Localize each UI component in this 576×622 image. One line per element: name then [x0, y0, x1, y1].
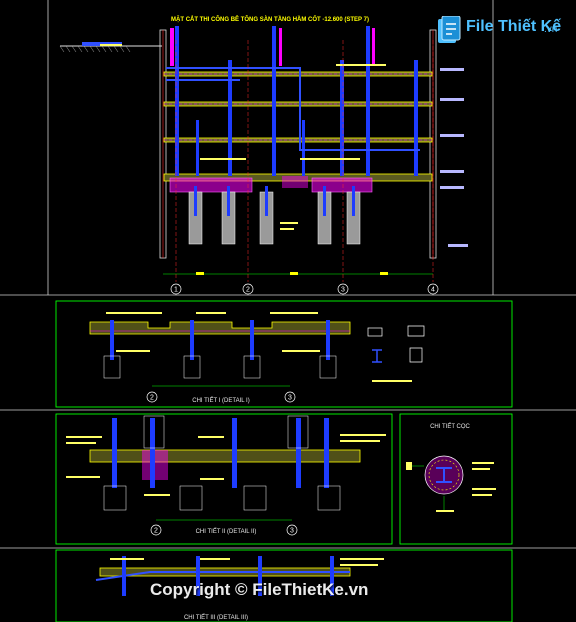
level-tags	[440, 68, 468, 247]
svg-text:2: 2	[154, 528, 158, 535]
pile-detail-title: CHI TIẾT CỌC	[430, 423, 470, 430]
pile-detail-frame	[399, 413, 513, 545]
pile-notes	[406, 462, 496, 512]
logo-mark-icon	[438, 16, 461, 43]
detail-1-columns	[110, 320, 330, 360]
detail-1-steel-sections	[367, 325, 425, 363]
detail-1-title: CHI TIẾT I (DETAIL I)	[192, 397, 249, 404]
site-logo: File Thiết Kế .vn	[436, 14, 562, 48]
detail-2-notes	[66, 434, 386, 496]
detail-1-frame	[55, 300, 513, 408]
detail-1-notes	[106, 312, 412, 382]
svg-text:1: 1	[174, 287, 178, 294]
svg-text:4: 4	[431, 287, 435, 294]
columns	[175, 26, 418, 176]
grid-bubble-2: 2	[242, 283, 254, 295]
grid-lines	[175, 40, 434, 282]
detail-2-columns	[112, 418, 329, 488]
bored-piles	[188, 191, 361, 245]
bracing	[166, 67, 420, 151]
floor-slabs	[163, 71, 433, 182]
detail-2-title: CHI TIẾT II (DETAIL II)	[196, 528, 257, 535]
detail-2-bubble-2: 2	[150, 524, 162, 536]
detail-1-bubble-3: 3	[284, 391, 296, 403]
column-tops	[170, 28, 375, 66]
svg-text:3: 3	[341, 287, 345, 294]
grid-bubble-3: 3	[337, 283, 349, 295]
sheet-frame	[0, 0, 576, 549]
detail-3-columns	[122, 556, 334, 596]
detail-2-frame	[55, 413, 393, 545]
grid-bubble-1: 1	[170, 283, 182, 295]
svg-text:3: 3	[290, 528, 294, 535]
copyright-watermark: Copyright © FileThietKe.vn	[150, 580, 369, 599]
detail-1-slab	[89, 321, 351, 335]
pile-steel	[194, 186, 355, 216]
svg-text:2: 2	[150, 395, 154, 402]
detail-1-piles	[103, 355, 337, 379]
dimension-line	[163, 272, 433, 275]
detail-3-notes	[110, 558, 384, 566]
grid-bubble-4: 4	[427, 283, 439, 295]
detail-2-piles	[103, 415, 341, 511]
detail-2-bubble-3: 3	[286, 524, 298, 536]
detail-3-title: CHI TIẾT III (DETAIL III)	[184, 614, 248, 621]
detail-1-bubble-2: 2	[146, 391, 158, 403]
section-title: MẶT CẮT THI CÔNG BÊ TÔNG SÀN TẦNG HẦM CỐ…	[171, 15, 369, 23]
svg-text:2: 2	[246, 287, 250, 294]
detail-3-frame	[55, 549, 513, 622]
pile-cross-section	[410, 455, 464, 512]
logo-name: File Thiết Kế	[466, 18, 562, 35]
detail-3-slab	[95, 567, 351, 581]
logo-suffix: .vn	[544, 24, 558, 35]
pile-caps	[169, 176, 373, 193]
svg-text:3: 3	[288, 395, 292, 402]
notes-lines	[100, 44, 386, 230]
